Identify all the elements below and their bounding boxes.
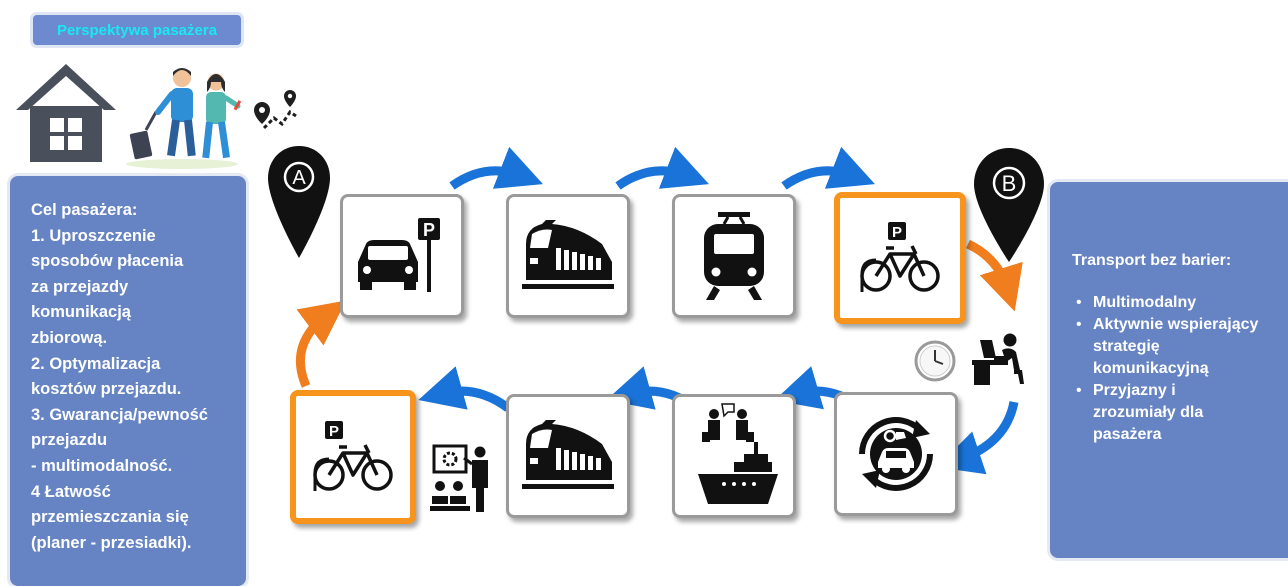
arrow-right-icon [784, 171, 854, 186]
arrow-right-icon [452, 171, 522, 186]
arrow-right-icon [618, 171, 688, 186]
train-tile-bottom [506, 394, 630, 518]
car-parking-tile: P [340, 194, 464, 318]
clock-icon [914, 340, 956, 382]
bike-parking-icon: P [858, 220, 942, 296]
tram-tile [672, 194, 796, 318]
arrow-down-icon [968, 244, 1008, 290]
train-tile [506, 194, 630, 318]
ferry-icon [684, 402, 784, 510]
arrow-down-icon [958, 402, 1014, 460]
car-parking-icon: P [352, 214, 452, 298]
parking-sign-label: P [423, 220, 435, 240]
bike-parking-icon: P [311, 419, 395, 495]
bike-parking-tile-bottom: P [290, 390, 416, 524]
ferry-meeting-tile [672, 394, 796, 518]
car-sharing-tile [834, 392, 958, 516]
arrow-up-icon [300, 314, 328, 386]
parking-sign-label: P [892, 224, 902, 241]
presentation-icon [430, 444, 494, 516]
train-icon [518, 214, 618, 298]
bike-parking-tile-top: P [834, 192, 966, 324]
office-desk-icon [970, 332, 1028, 386]
arrow-left-icon [440, 391, 508, 408]
train-icon [518, 414, 618, 498]
parking-sign-label: P [329, 423, 339, 440]
car-sharing-icon [850, 408, 942, 500]
tram-icon [694, 210, 774, 302]
